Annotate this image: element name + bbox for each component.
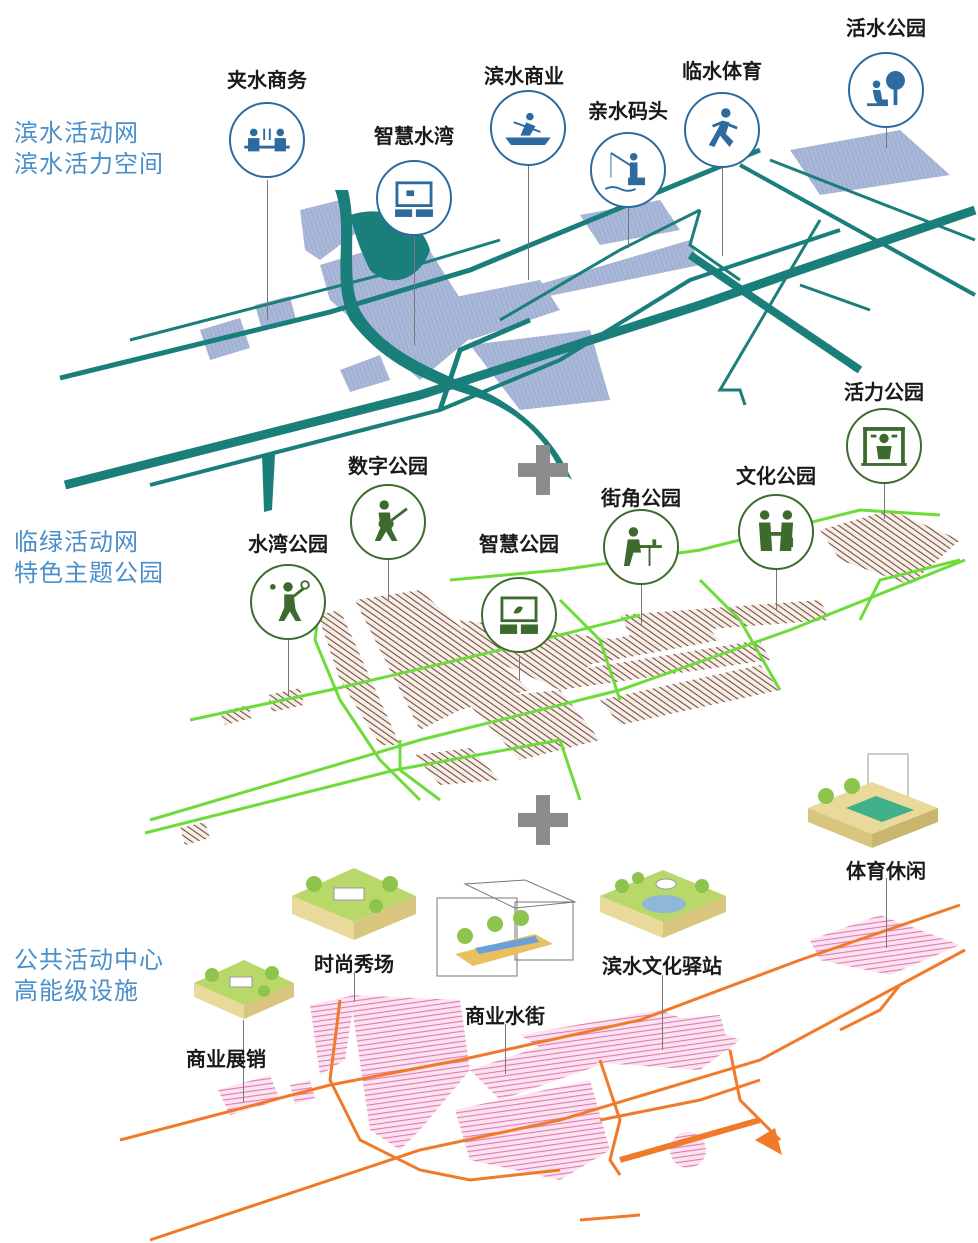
park-bench-tree-icon xyxy=(848,52,924,128)
section-title-water: 滨水活动网 滨水活力空间 xyxy=(14,118,164,180)
water-network xyxy=(59,147,977,490)
section-title-green: 临绿活动网 特色主题公园 xyxy=(14,527,164,589)
pin-line xyxy=(628,208,629,248)
plus-icon xyxy=(518,445,568,495)
label-shangye-zx: 商业展销 xyxy=(186,1047,266,1071)
label-zhihui-wan: 智慧水湾 xyxy=(374,124,454,148)
pin-line xyxy=(414,235,415,345)
plus-icon xyxy=(518,795,568,845)
pin-line xyxy=(388,560,389,600)
business-meeting-icon xyxy=(229,102,305,178)
section-title-line2: 特色主题公园 xyxy=(14,559,164,587)
pin-line xyxy=(776,570,777,610)
section-title-line2: 高能级设施 xyxy=(14,977,139,1005)
water-area xyxy=(340,355,390,392)
pin-line xyxy=(243,1020,244,1102)
rowing-boat-icon xyxy=(490,90,566,166)
water-area xyxy=(520,240,700,300)
park-area xyxy=(620,600,830,635)
park-area xyxy=(415,748,500,785)
pin-line xyxy=(662,975,663,1050)
runner-icon xyxy=(684,92,760,168)
park-area xyxy=(220,705,252,725)
handshake-icon xyxy=(738,494,814,570)
section-title-line1: 滨水活动网 xyxy=(14,119,139,147)
public-area xyxy=(310,995,355,1075)
label-shishang: 时尚秀场 xyxy=(314,952,394,976)
label-shuzi: 数字公园 xyxy=(348,454,428,478)
guitar-player-icon xyxy=(350,484,426,560)
public-area xyxy=(455,1080,610,1180)
pin-line xyxy=(267,180,268,320)
label-jiashui: 夹水商务 xyxy=(227,68,307,92)
pin-line xyxy=(288,640,289,695)
park-area xyxy=(180,822,210,845)
park-area xyxy=(355,590,530,730)
smart-screen-icon xyxy=(376,160,452,236)
section-title-public: 公共活动中心 高能级设施 xyxy=(14,945,164,1007)
pin-line xyxy=(886,128,887,148)
public-area xyxy=(350,995,470,1150)
label-wenhua: 文化公园 xyxy=(736,464,816,488)
label-jiejiao: 街角公园 xyxy=(601,486,681,510)
section-title-line1: 公共活动中心 xyxy=(14,946,164,974)
label-binshui-sy: 滨水商业 xyxy=(484,64,564,88)
pin-line xyxy=(641,585,642,625)
culture-station-illustration xyxy=(600,870,726,938)
park-area xyxy=(540,620,720,670)
park-area xyxy=(465,690,600,760)
fashion-block-illustration xyxy=(292,868,416,940)
pin-line xyxy=(519,655,520,680)
cafe-table-icon xyxy=(603,509,679,585)
public-area xyxy=(810,915,960,975)
river-branch xyxy=(262,455,275,512)
fitness-machine-icon xyxy=(846,408,922,484)
expo-block-illustration xyxy=(194,960,294,1019)
pin-line xyxy=(505,1024,506,1074)
label-yizhan: 滨水文化驿站 xyxy=(602,954,722,978)
label-qinshui: 亲水码头 xyxy=(588,99,668,123)
public-network xyxy=(119,903,966,1242)
pin-line xyxy=(722,168,723,256)
park-area xyxy=(318,610,400,745)
label-linshui: 临水体育 xyxy=(682,59,762,83)
label-tiyu: 体育休闲 xyxy=(846,859,926,883)
digital-screen-icon xyxy=(481,577,557,653)
park-area xyxy=(820,510,960,585)
sports-leisure-illustration xyxy=(808,753,938,848)
label-shangye-sj: 商业水街 xyxy=(465,1004,545,1028)
water-layer xyxy=(59,130,977,512)
park-area xyxy=(600,665,780,725)
water-street-illustration xyxy=(436,879,577,977)
water-area xyxy=(320,235,480,380)
public-road xyxy=(619,1117,761,1163)
park-area xyxy=(545,640,770,690)
label-shuiwan: 水湾公园 xyxy=(248,532,328,556)
water-area xyxy=(790,130,950,195)
public-area xyxy=(660,1015,730,1060)
label-huoshui: 活水公园 xyxy=(846,16,926,40)
label-huoli: 活力公园 xyxy=(844,380,924,404)
label-zhihui: 智慧公园 xyxy=(479,532,559,556)
section-title-line1: 临绿活动网 xyxy=(14,528,139,556)
pin-line xyxy=(884,484,885,519)
section-title-line2: 滨水活力空间 xyxy=(14,150,164,178)
public-layer xyxy=(119,903,966,1242)
pin-line xyxy=(528,165,529,280)
fishing-icon xyxy=(590,132,666,208)
tennis-player-icon xyxy=(250,564,326,640)
pin-line xyxy=(354,972,355,1002)
pin-line xyxy=(886,878,887,948)
public-marker xyxy=(755,1128,782,1155)
public-area xyxy=(218,1075,280,1115)
